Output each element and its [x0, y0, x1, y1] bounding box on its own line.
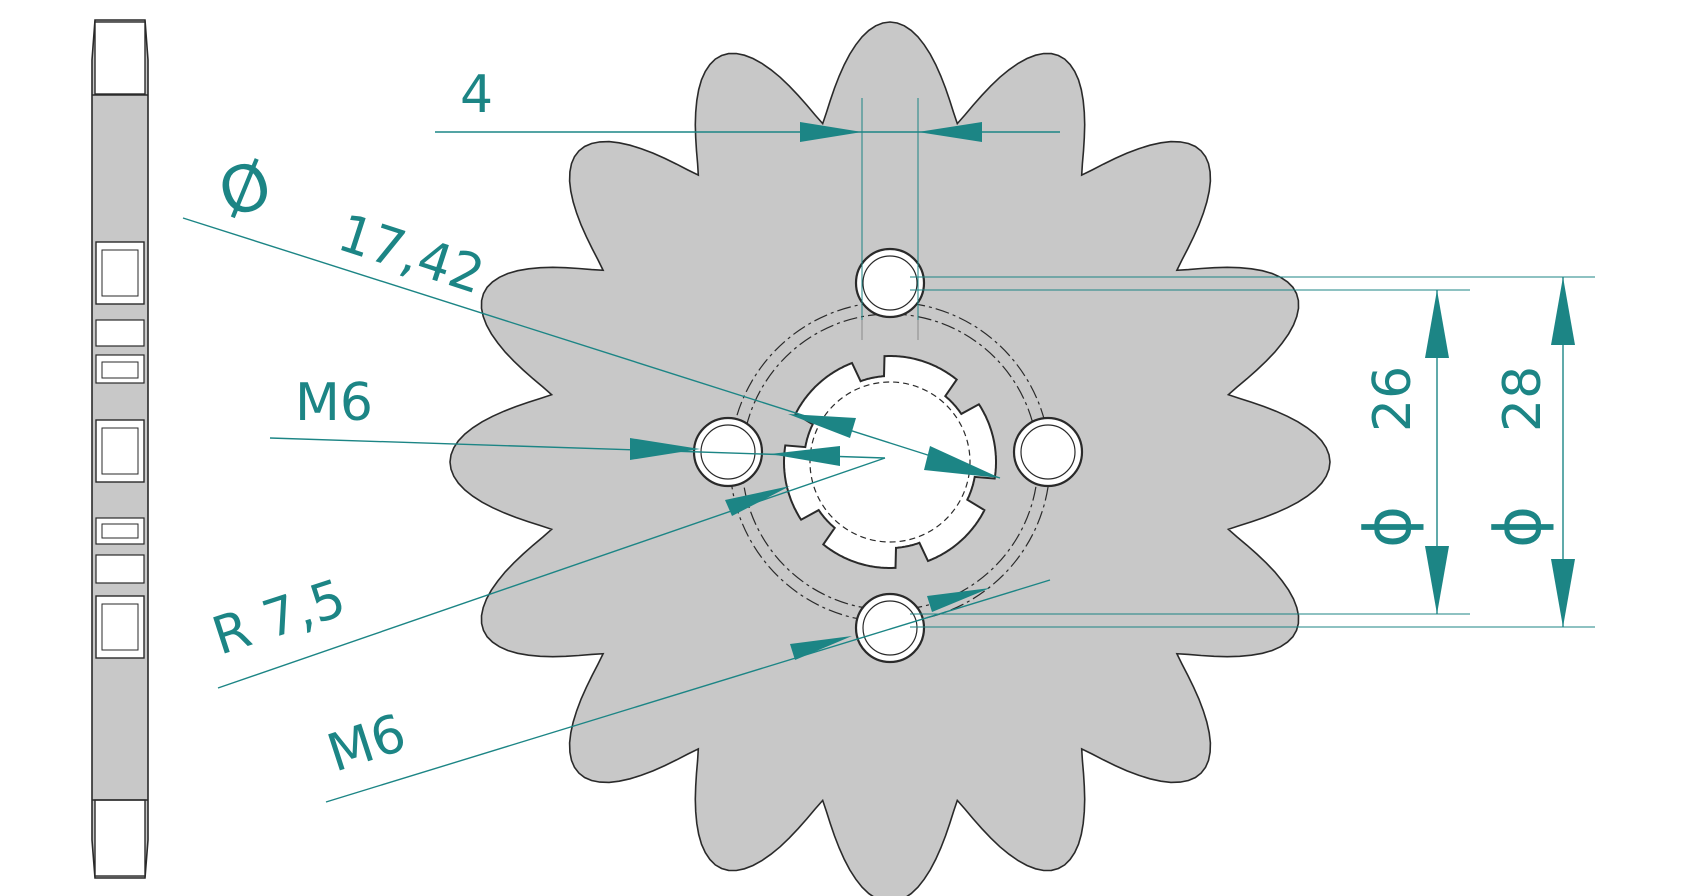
mounting-hole-top	[854, 247, 926, 319]
radius-label: R 7,5	[205, 568, 352, 667]
thread-upper-label: M6	[295, 373, 373, 433]
pitch-diameter-28-value: 28	[1493, 366, 1553, 432]
pitch-diameter-26-symbol: ϕ	[1352, 506, 1426, 548]
spline-minor-circle	[809, 381, 971, 543]
dimension-lines	[182, 98, 1595, 803]
sprocket-front-view	[449, 21, 1331, 896]
side-profile-tooth-bottom	[94, 799, 146, 877]
thread-lower-label: M6	[320, 703, 413, 784]
shaft-diameter-symbol: Ø	[210, 147, 281, 233]
pitch-diameter-26-value: 26	[1363, 366, 1423, 432]
slot-width-label: 4	[460, 65, 493, 125]
side-profile-slots	[95, 241, 145, 659]
mounting-holes	[692, 247, 1084, 664]
mounting-hole-right	[1012, 416, 1084, 488]
side-profile-tooth-top	[94, 21, 146, 95]
spline-bore	[783, 355, 997, 569]
pitch-diameter-28-symbol: ϕ	[1482, 506, 1556, 548]
mounting-hole-bottom	[854, 592, 926, 664]
side-profile-view	[91, 19, 149, 879]
